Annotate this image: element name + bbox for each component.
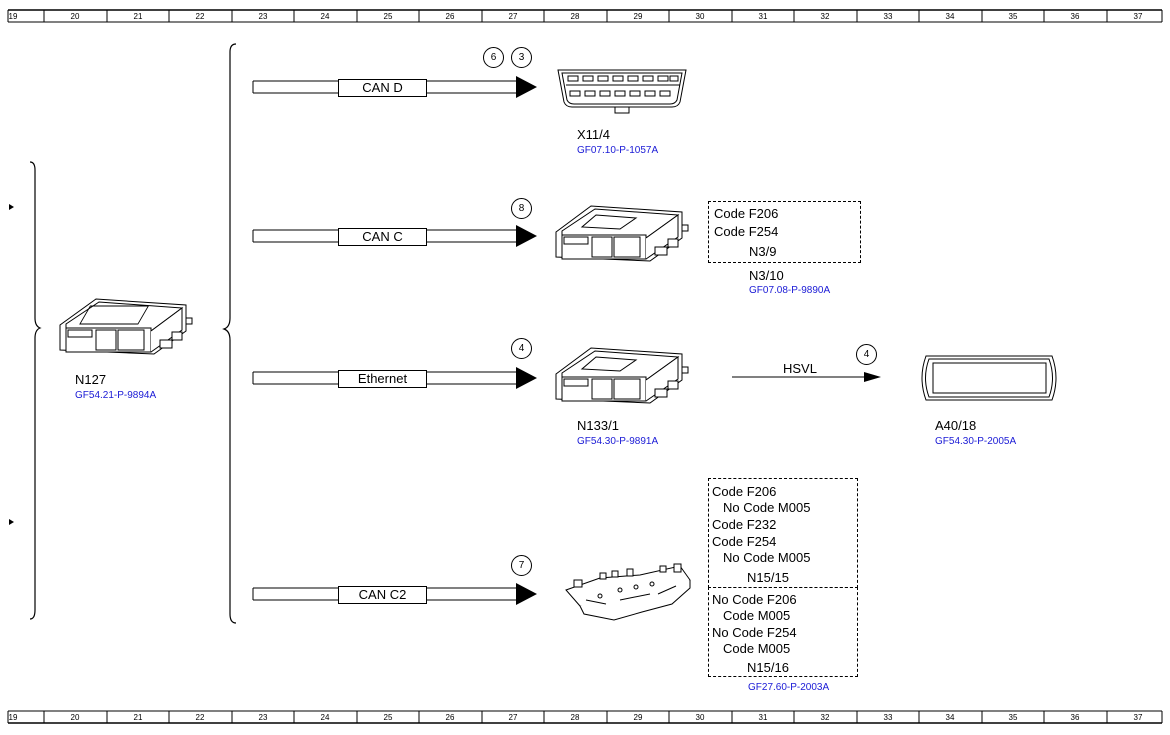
ruler-number: 37 [1133, 12, 1143, 21]
n127-reference-link[interactable]: GF54.21-P-9894A [75, 390, 157, 401]
ruler-number: 20 [70, 713, 80, 722]
display-a40-icon [921, 355, 1057, 401]
code-line: No Code F254 [712, 625, 797, 640]
control-unit-n3-icon [555, 205, 689, 262]
code-line: Code M005 [723, 608, 791, 623]
n15-reference-link[interactable]: GF27.60-P-2003A [748, 682, 830, 693]
ruler-number: 22 [195, 713, 205, 722]
top-ruler [7, 9, 1163, 23]
n133-reference-link[interactable]: GF54.30-P-9891A [577, 436, 659, 447]
ruler-number: 29 [633, 713, 643, 722]
bus-arrowheads [516, 76, 537, 605]
ruler-number: 36 [1070, 12, 1080, 21]
n3-9-label: N3/9 [749, 244, 777, 259]
ruler-number: 35 [1008, 713, 1018, 722]
bus-label-can-d: CAN D [338, 79, 427, 97]
code-line: Code F254 [714, 224, 779, 239]
ruler-number: 35 [1008, 12, 1018, 21]
ruler-number: 22 [195, 12, 205, 21]
hsvl-arrow [732, 372, 881, 382]
ruler-number: 27 [508, 12, 518, 21]
connection-number-circle: 4 [511, 338, 532, 359]
connection-number-circle: 4 [856, 344, 877, 365]
ruler-number: 26 [445, 713, 455, 722]
ruler-number: 28 [570, 12, 580, 21]
code-line: Code F206 [712, 484, 777, 499]
x11-reference-link[interactable]: GF07.10-P-1057A [577, 145, 659, 156]
code-line: Code F206 [714, 206, 779, 221]
control-unit-n127-icon [59, 298, 193, 355]
ruler-number: 21 [133, 713, 143, 722]
code-line: No Code F206 [712, 592, 797, 607]
ruler-number: 21 [133, 12, 143, 21]
ruler-number: 34 [945, 12, 955, 21]
bus-label-can-c: CAN C [338, 228, 427, 246]
code-line: No Code M005 [723, 550, 811, 565]
code-line: Code F254 [712, 534, 777, 549]
left-brace [29, 161, 42, 620]
ruler-number: 30 [695, 713, 705, 722]
ruler-number: 32 [820, 713, 830, 722]
ruler-number: 33 [883, 713, 893, 722]
ruler-number: 23 [258, 12, 268, 21]
ruler-number: 29 [633, 12, 643, 21]
ruler-number: 32 [820, 12, 830, 21]
n15-16-label: N15/16 [747, 660, 789, 675]
ruler-number: 36 [1070, 713, 1080, 722]
bus-lines [252, 80, 516, 601]
connection-number-circle: 8 [511, 198, 532, 219]
ruler-number: 24 [320, 713, 330, 722]
ruler-number: 19 [8, 713, 18, 722]
n127-label: N127 [75, 372, 107, 387]
control-unit-n133-icon [555, 347, 689, 404]
ruler-number: 30 [695, 12, 705, 21]
circuit-board-n15-icon [565, 563, 691, 621]
ruler-number: 26 [445, 12, 455, 21]
edge-marks [9, 204, 14, 525]
code-line: Code F232 [712, 517, 777, 532]
ruler-number: 37 [1133, 713, 1143, 722]
connection-number-circle: 3 [511, 47, 532, 68]
ruler-number: 20 [70, 12, 80, 21]
ruler-number: 28 [570, 713, 580, 722]
ruler-number: 34 [945, 713, 955, 722]
ruler-number: 19 [8, 12, 18, 21]
code-line: No Code M005 [723, 500, 811, 515]
ruler-number: 33 [883, 12, 893, 21]
a40-reference-link[interactable]: GF54.30-P-2005A [935, 436, 1017, 447]
obd-connector-icon [557, 69, 687, 114]
n3-reference-link[interactable]: GF07.08-P-9890A [749, 285, 831, 296]
bus-label-can-c2: CAN C2 [338, 586, 427, 604]
bottom-ruler [7, 710, 1163, 724]
a40-label: A40/18 [935, 418, 977, 433]
bus-label-ethernet: Ethernet [338, 370, 427, 388]
connection-number-circle: 6 [483, 47, 504, 68]
n3-10-label: N3/10 [749, 268, 784, 283]
ruler-number: 25 [383, 12, 393, 21]
ruler-number: 31 [758, 12, 768, 21]
hsvl-label: HSVL [783, 361, 817, 376]
n15-15-label: N15/15 [747, 570, 789, 585]
n15-16-code-box: No Code F206 Code M005 No Code F254 Code… [708, 587, 858, 677]
ruler-number: 25 [383, 713, 393, 722]
n3-code-box: Code F206 Code F254 N3/9 [708, 201, 861, 263]
ruler-number: 31 [758, 713, 768, 722]
ruler-number: 27 [508, 713, 518, 722]
n15-15-code-box: Code F206 No Code M005 Code F232 Code F2… [708, 478, 858, 588]
ruler-number: 23 [258, 713, 268, 722]
n133-label: N133/1 [577, 418, 619, 433]
x11-label: X11/4 [577, 127, 611, 142]
ruler-number: 24 [320, 12, 330, 21]
connection-number-circle: 7 [511, 555, 532, 576]
main-brace [222, 43, 237, 624]
code-line: Code M005 [723, 641, 791, 656]
